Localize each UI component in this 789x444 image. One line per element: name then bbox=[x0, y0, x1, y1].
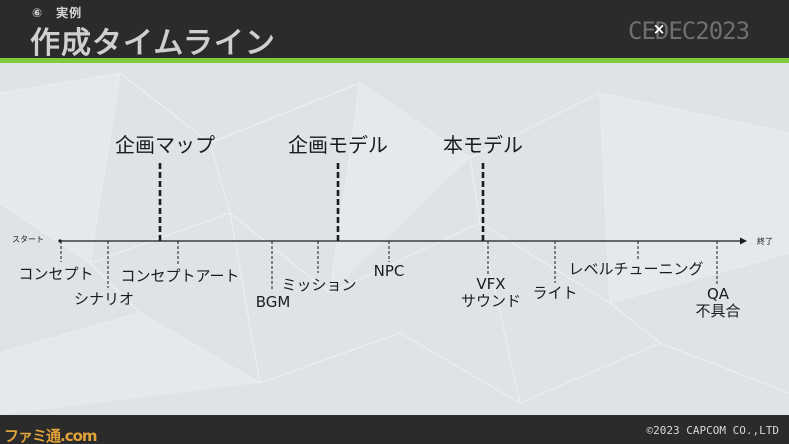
timeline-end-label: 終了 bbox=[757, 237, 773, 246]
task-label: ライト bbox=[532, 284, 578, 302]
task-label: NPC bbox=[373, 262, 405, 280]
section-label: ⑥ 実例 bbox=[32, 6, 83, 20]
footer-bar bbox=[0, 415, 789, 444]
famitsu-watermark: ファミ通.com bbox=[4, 427, 98, 444]
milestone-label: 本モデル bbox=[443, 133, 523, 157]
task-label: コンセプトアート bbox=[120, 267, 240, 285]
cedec-logo: CEDEC2023 bbox=[628, 17, 750, 45]
header-accent-line bbox=[0, 58, 789, 63]
slide-title: 作成タイムライン bbox=[30, 26, 276, 61]
task-label-line: サウンド bbox=[460, 292, 522, 310]
task-label-multiline: VFX サウンド bbox=[461, 276, 521, 310]
task-label-line: 不具合 bbox=[695, 302, 741, 320]
task-label-multiline: QA 不具合 bbox=[695, 286, 740, 320]
task-label: BGM bbox=[255, 293, 291, 311]
header-bar bbox=[0, 0, 789, 58]
milestone-label: 企画モデル bbox=[288, 133, 388, 157]
task-label-line: VFX bbox=[476, 275, 506, 293]
timeline-start-label: スタート bbox=[12, 235, 44, 244]
close-icon[interactable]: × bbox=[652, 20, 666, 38]
milestone-label: 企画マップ bbox=[115, 133, 215, 157]
task-label: コンセプト bbox=[18, 265, 94, 283]
task-label: シナリオ bbox=[73, 290, 135, 308]
timeline-arrowhead bbox=[740, 237, 747, 245]
copyright-text: ©2023 CAPCOM CO.,LTD bbox=[646, 424, 779, 437]
task-label: レベルチューニング bbox=[568, 260, 704, 278]
task-label: ミッション bbox=[281, 276, 357, 294]
task-label-line: QA bbox=[706, 285, 730, 303]
